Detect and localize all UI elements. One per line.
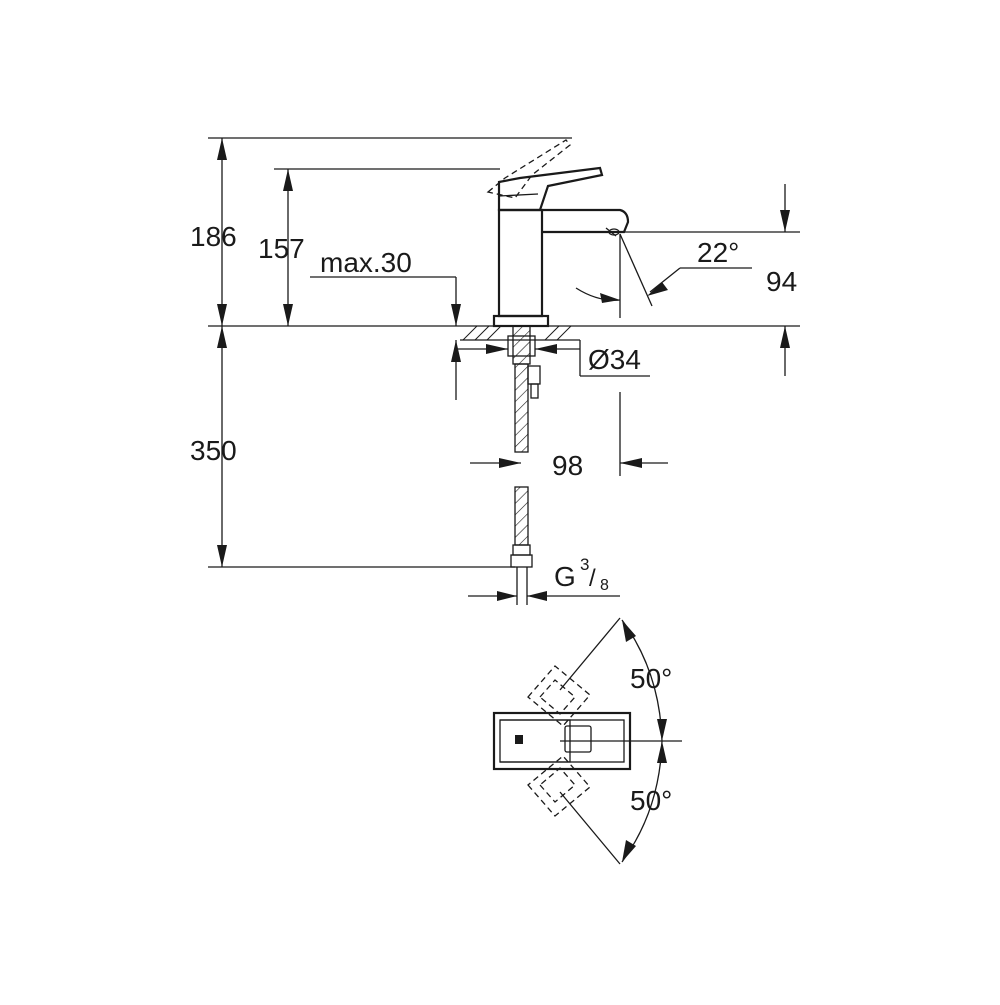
swivel-axis-right	[559, 791, 621, 865]
lever-handle	[497, 166, 604, 212]
dim-94-label: 94	[766, 266, 797, 297]
dimension-thread	[468, 591, 620, 601]
top-view: 50° 50°	[492, 617, 682, 865]
thread-g-label: G	[554, 561, 576, 592]
dim-98-label: 98	[552, 450, 583, 481]
dim-186-label: 186	[190, 221, 237, 252]
supply-hose	[510, 363, 533, 605]
dimension-186	[208, 137, 572, 326]
thread-numerator: 3	[580, 555, 589, 574]
swivel-arc-bottom	[621, 740, 667, 863]
thread-slash: /	[589, 565, 596, 592]
top-indicator-mark	[515, 735, 523, 744]
thread-denominator: 8	[600, 577, 609, 594]
lever-swivel-left	[527, 665, 591, 727]
dimension-22deg	[575, 233, 752, 318]
dim-22deg-label: 22°	[697, 237, 739, 268]
lever-swivel-right	[527, 755, 591, 817]
swivel-bottom-label: 50°	[630, 785, 672, 816]
dim-350-label: 350	[190, 435, 237, 466]
countertop-hatch	[462, 325, 572, 341]
dimension-350	[208, 326, 515, 568]
dim-157-label: 157	[258, 233, 305, 264]
dim-diameter-label: Ø34	[588, 344, 641, 375]
dimension-diameter-34	[456, 340, 650, 377]
dimension-94	[624, 184, 800, 376]
swivel-top-label: 50°	[630, 663, 672, 694]
dimension-max30	[310, 276, 461, 400]
faucet-body	[492, 208, 630, 328]
swivel-arc-top	[621, 619, 667, 742]
lever-raised-position	[486, 139, 571, 199]
dimension-98	[470, 392, 668, 476]
dim-max30-label: max.30	[320, 247, 412, 278]
side-view: 186 157 max.30 22°	[190, 137, 800, 605]
dimension-157	[274, 168, 500, 326]
swivel-axis-left	[559, 617, 621, 691]
top-lever-cap	[564, 725, 592, 753]
